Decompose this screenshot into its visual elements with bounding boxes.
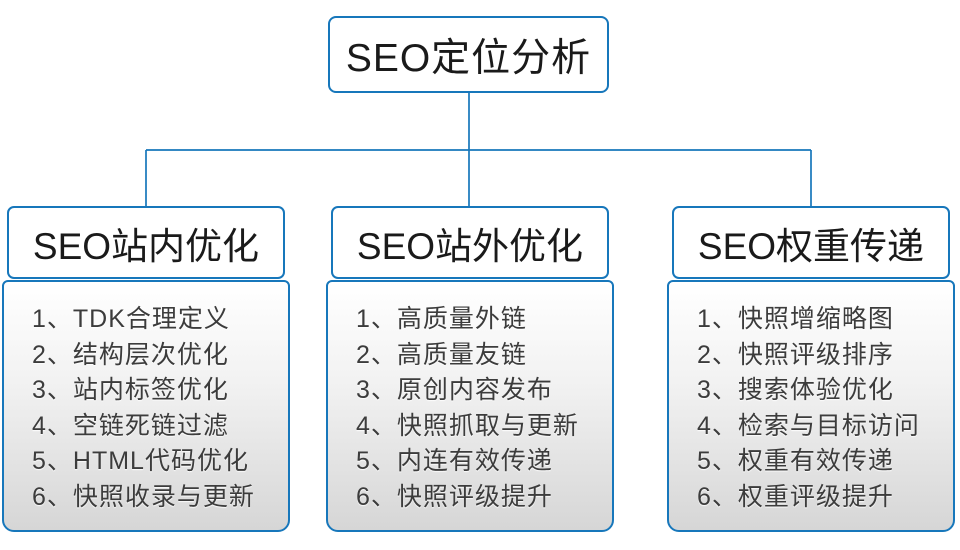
column-offsite-optimization: SEO站外优化 1、高质量外链 2、高质量友链 3、原创内容发布 4、快照抓取与… <box>326 206 614 532</box>
root-node-seo-positioning: SEO定位分析 <box>328 16 609 93</box>
list-item: 3、原创内容发布 <box>356 376 553 404</box>
column-title: SEO站内优化 <box>32 225 260 267</box>
list-item: 5、内连有效传递 <box>356 447 553 475</box>
column-panel-onsite: 1、TDK合理定义 2、结构层次优化 3、站内标签优化 4、空链死链过滤 5、H… <box>2 280 290 532</box>
list-item: 4、检索与目标访问 <box>697 411 920 440</box>
column-weight-transfer: SEO权重传递 1、快照增缩略图 2、快照评级排序 3、搜索体验优化 4、检索与… <box>667 206 955 532</box>
list-item: 3、搜索体验优化 <box>697 376 894 404</box>
list-item: 5、HTML代码优化 <box>32 447 249 475</box>
list-item: 4、空链死链过滤 <box>32 411 229 440</box>
list-item: 3、站内标签优化 <box>32 376 229 404</box>
list-item: 4、快照抓取与更新 <box>356 411 579 440</box>
column-title: SEO站外优化 <box>356 225 584 267</box>
column-header-offsite: SEO站外优化 <box>331 206 609 279</box>
list-item: 1、高质量外链 <box>356 305 527 333</box>
column-onsite-optimization: SEO站内优化 1、TDK合理定义 2、结构层次优化 3、站内标签优化 4、空链… <box>2 206 290 532</box>
column-title: SEO权重传递 <box>697 225 925 267</box>
item-list: 1、高质量外链 2、高质量友链 3、原创内容发布 4、快照抓取与更新 5、内连有… <box>356 302 612 515</box>
list-item: 6、快照评级提升 <box>356 482 553 511</box>
list-item: 2、高质量友链 <box>356 340 527 369</box>
column-header-onsite: SEO站内优化 <box>7 206 285 279</box>
root-node-title: SEO定位分析 <box>345 36 592 80</box>
list-item: 2、快照评级排序 <box>697 340 894 369</box>
list-item: 5、权重有效传递 <box>697 447 894 475</box>
column-panel-offsite: 1、高质量外链 2、高质量友链 3、原创内容发布 4、快照抓取与更新 5、内连有… <box>326 280 614 532</box>
list-item: 6、快照收录与更新 <box>32 482 255 511</box>
list-item: 2、结构层次优化 <box>32 340 229 369</box>
list-item: 1、快照增缩略图 <box>697 305 894 333</box>
column-header-weight: SEO权重传递 <box>672 206 950 279</box>
list-item: 1、TDK合理定义 <box>32 305 230 333</box>
item-list: 1、TDK合理定义 2、结构层次优化 3、站内标签优化 4、空链死链过滤 5、H… <box>32 302 288 515</box>
list-item: 6、权重评级提升 <box>697 482 894 511</box>
item-list: 1、快照增缩略图 2、快照评级排序 3、搜索体验优化 4、检索与目标访问 5、权… <box>697 302 953 515</box>
column-panel-weight: 1、快照增缩略图 2、快照评级排序 3、搜索体验优化 4、检索与目标访问 5、权… <box>667 280 955 532</box>
tree-branch-lines <box>145 92 812 208</box>
